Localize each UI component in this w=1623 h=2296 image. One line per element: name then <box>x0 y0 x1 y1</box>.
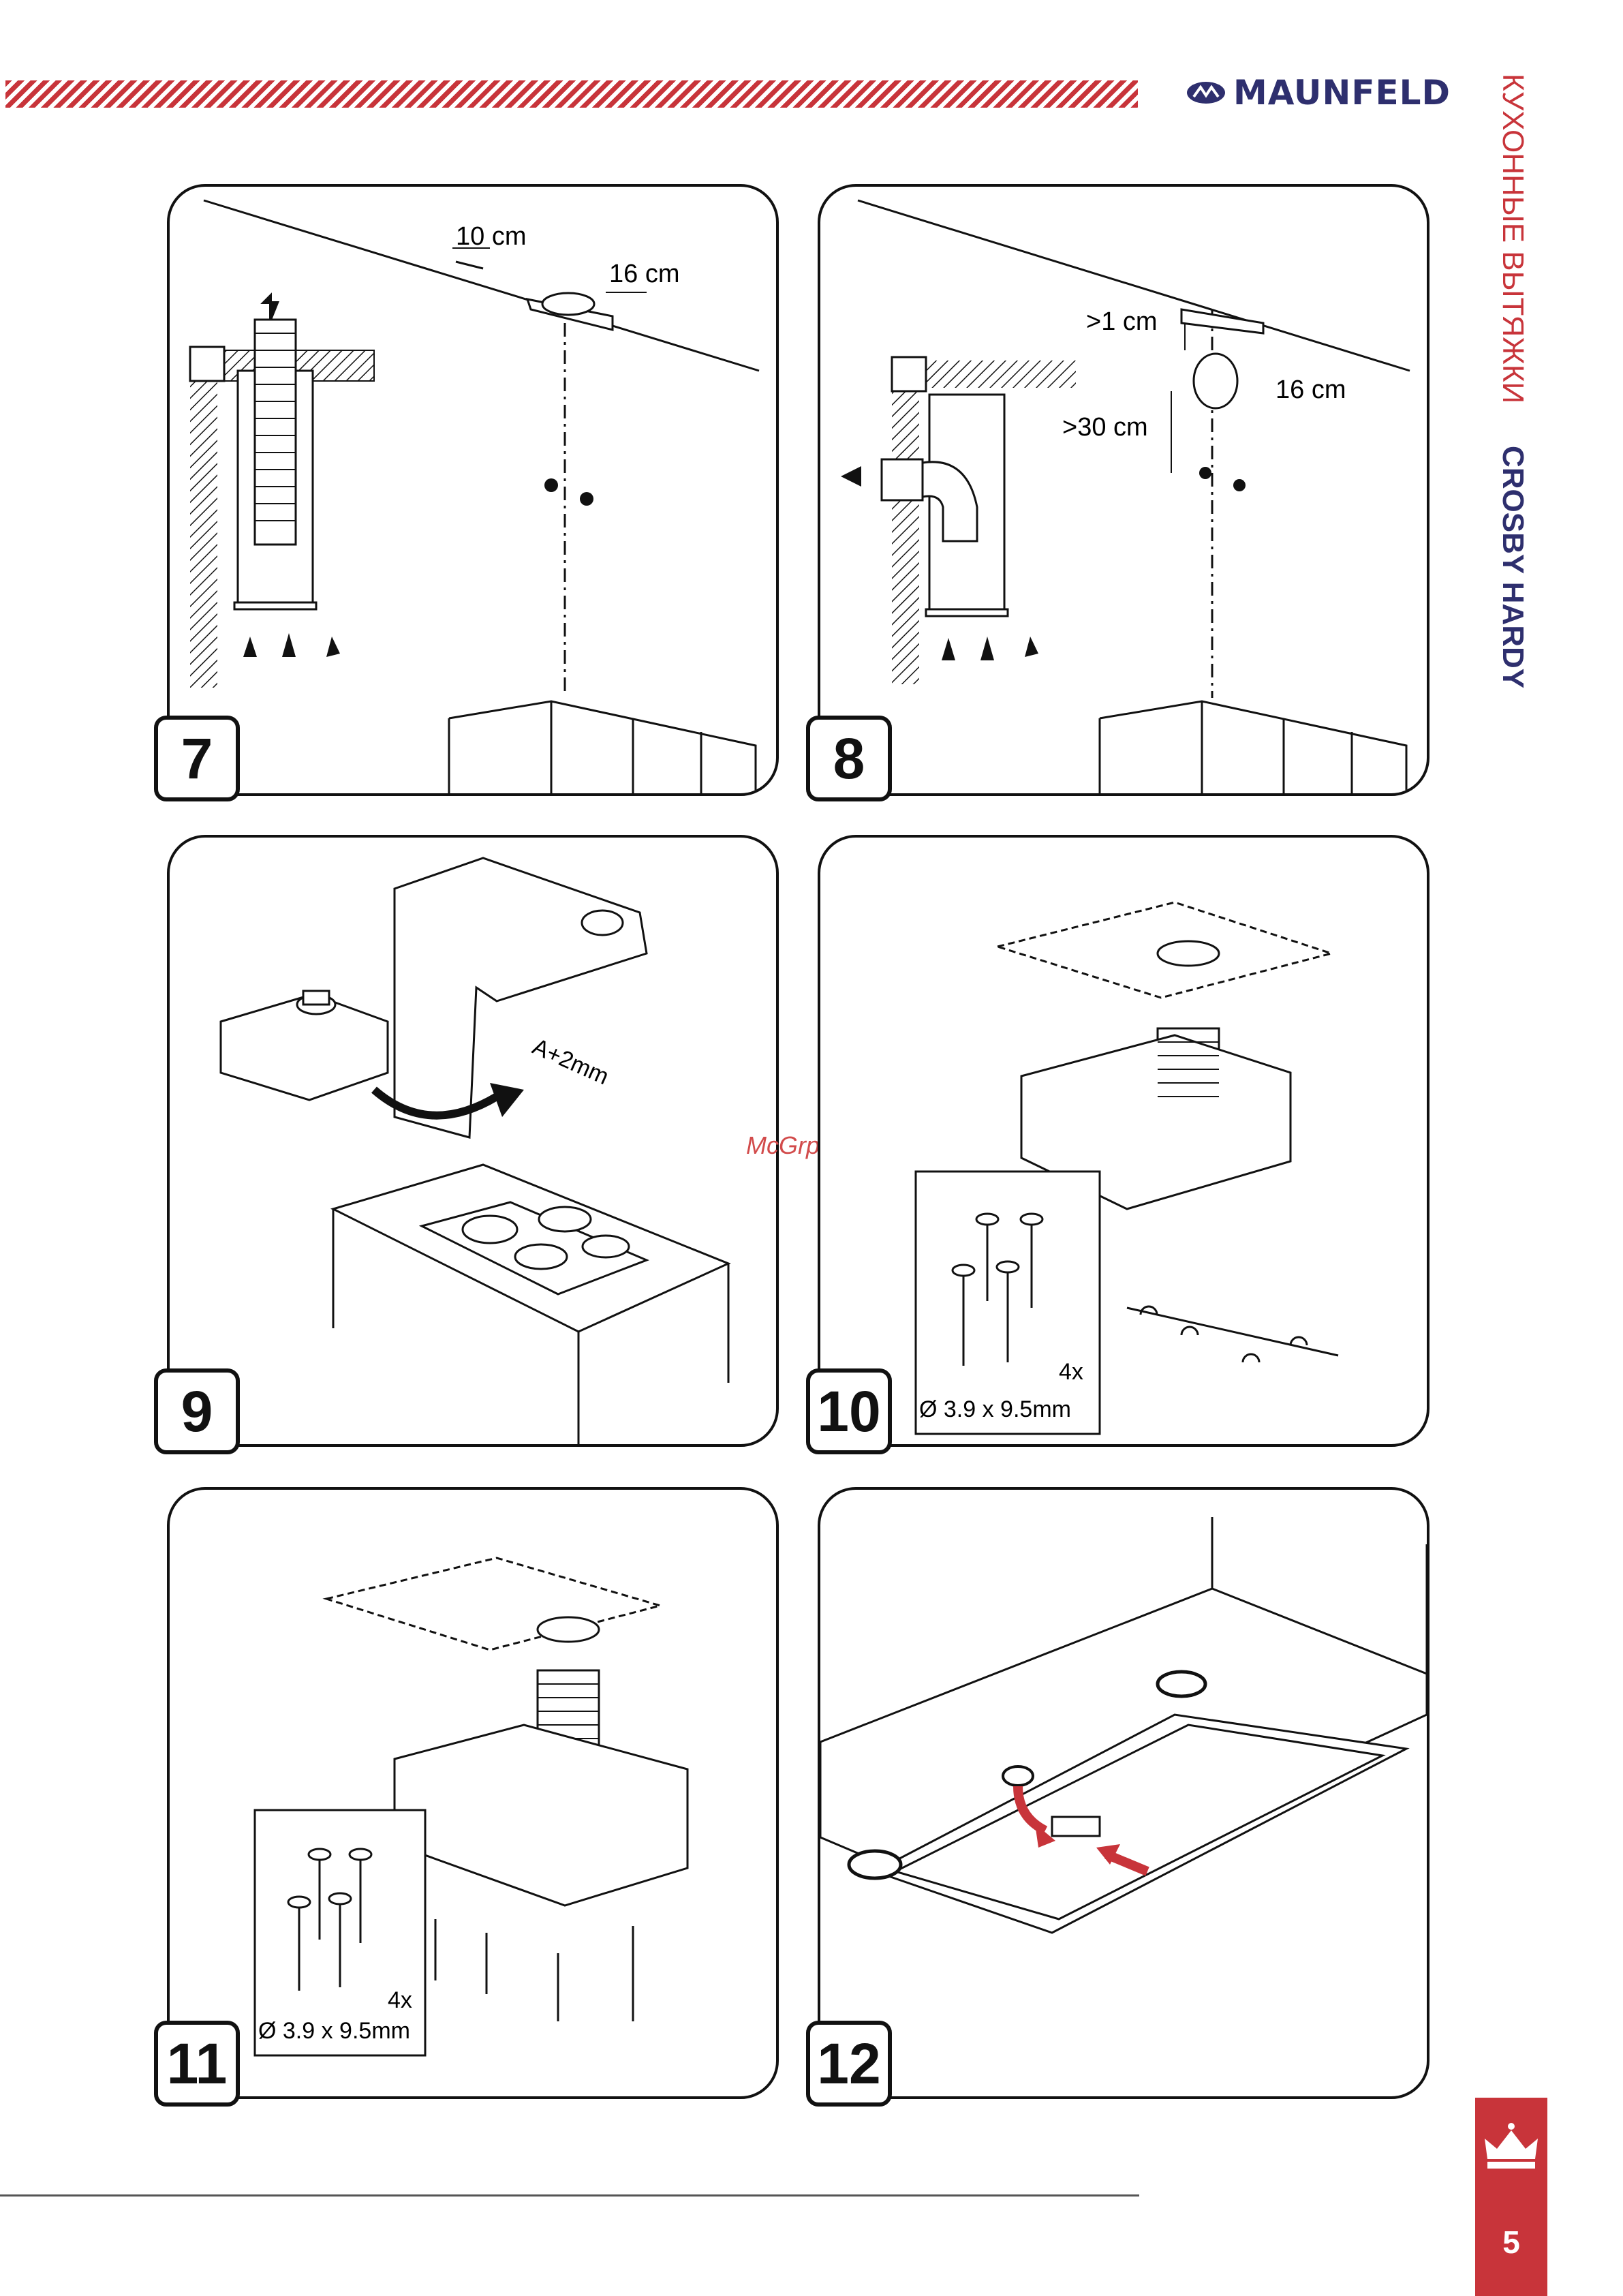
page-number: 5 <box>1475 2224 1547 2261</box>
step-12-illustration <box>820 1490 1427 2096</box>
step-11-panel: 4x Ø 3.9 x 9.5mm <box>167 1487 779 2099</box>
category-title: КУХОННЫЕ ВЫТЯЖКИ <box>1496 74 1530 403</box>
step-8-label-3: 16 cm <box>1276 376 1346 404</box>
maunfeld-mark-icon <box>1186 79 1226 106</box>
step-10-number: 10 <box>806 1368 892 1454</box>
step-9-label-1: A+2mm <box>529 1034 613 1090</box>
brand-name: MAUNFELD <box>1233 73 1451 112</box>
step-7-panel: 10 cm 16 cm <box>167 184 779 796</box>
step-7-number: 7 <box>154 716 240 801</box>
footer-divider <box>0 2194 1139 2196</box>
step-8-number: 8 <box>806 716 892 801</box>
step-12-number: 12 <box>806 2021 892 2107</box>
step-8-label-1: >1 cm <box>1086 307 1158 336</box>
vertical-title: КУХОННЫЕ ВЫТЯЖКИ CROSBY HARDY <box>1489 74 1530 707</box>
step-10-illustration: 4x Ø 3.9 x 9.5mm <box>820 838 1427 1444</box>
step-7-label-2: 16 cm <box>609 260 679 288</box>
crown-icon <box>1475 2111 1547 2186</box>
step-8-panel: >1 cm >30 cm 16 cm <box>818 184 1429 796</box>
model-title: CROSBY HARDY <box>1496 446 1530 688</box>
step-9-panel: A+2mm <box>167 835 779 1447</box>
header-hatch-bar <box>5 80 1138 108</box>
step-8-illustration: >1 cm >30 cm 16 cm <box>820 187 1427 793</box>
step-10-label-1: 4x <box>1059 1359 1083 1385</box>
step-9-illustration: A+2mm <box>170 838 776 1444</box>
step-7-illustration: 10 cm 16 cm <box>170 187 776 793</box>
step-11-label-2: Ø 3.9 x 9.5mm <box>258 2018 410 2044</box>
step-12-panel <box>818 1487 1429 2099</box>
step-11-number: 11 <box>154 2021 240 2107</box>
step-9-number: 9 <box>154 1368 240 1454</box>
step-11-illustration: 4x Ø 3.9 x 9.5mm <box>170 1490 776 2096</box>
step-10-panel: 4x Ø 3.9 x 9.5mm <box>818 835 1429 1447</box>
step-11-label-1: 4x <box>388 1987 412 2013</box>
brand-logo: MAUNFELD <box>1186 72 1451 113</box>
step-8-label-2: >30 cm <box>1062 413 1148 442</box>
step-10-label-2: Ø 3.9 x 9.5mm <box>919 1396 1071 1422</box>
step-7-label-1: 10 cm <box>456 222 526 251</box>
page-number-box: 5 <box>1475 2098 1547 2296</box>
